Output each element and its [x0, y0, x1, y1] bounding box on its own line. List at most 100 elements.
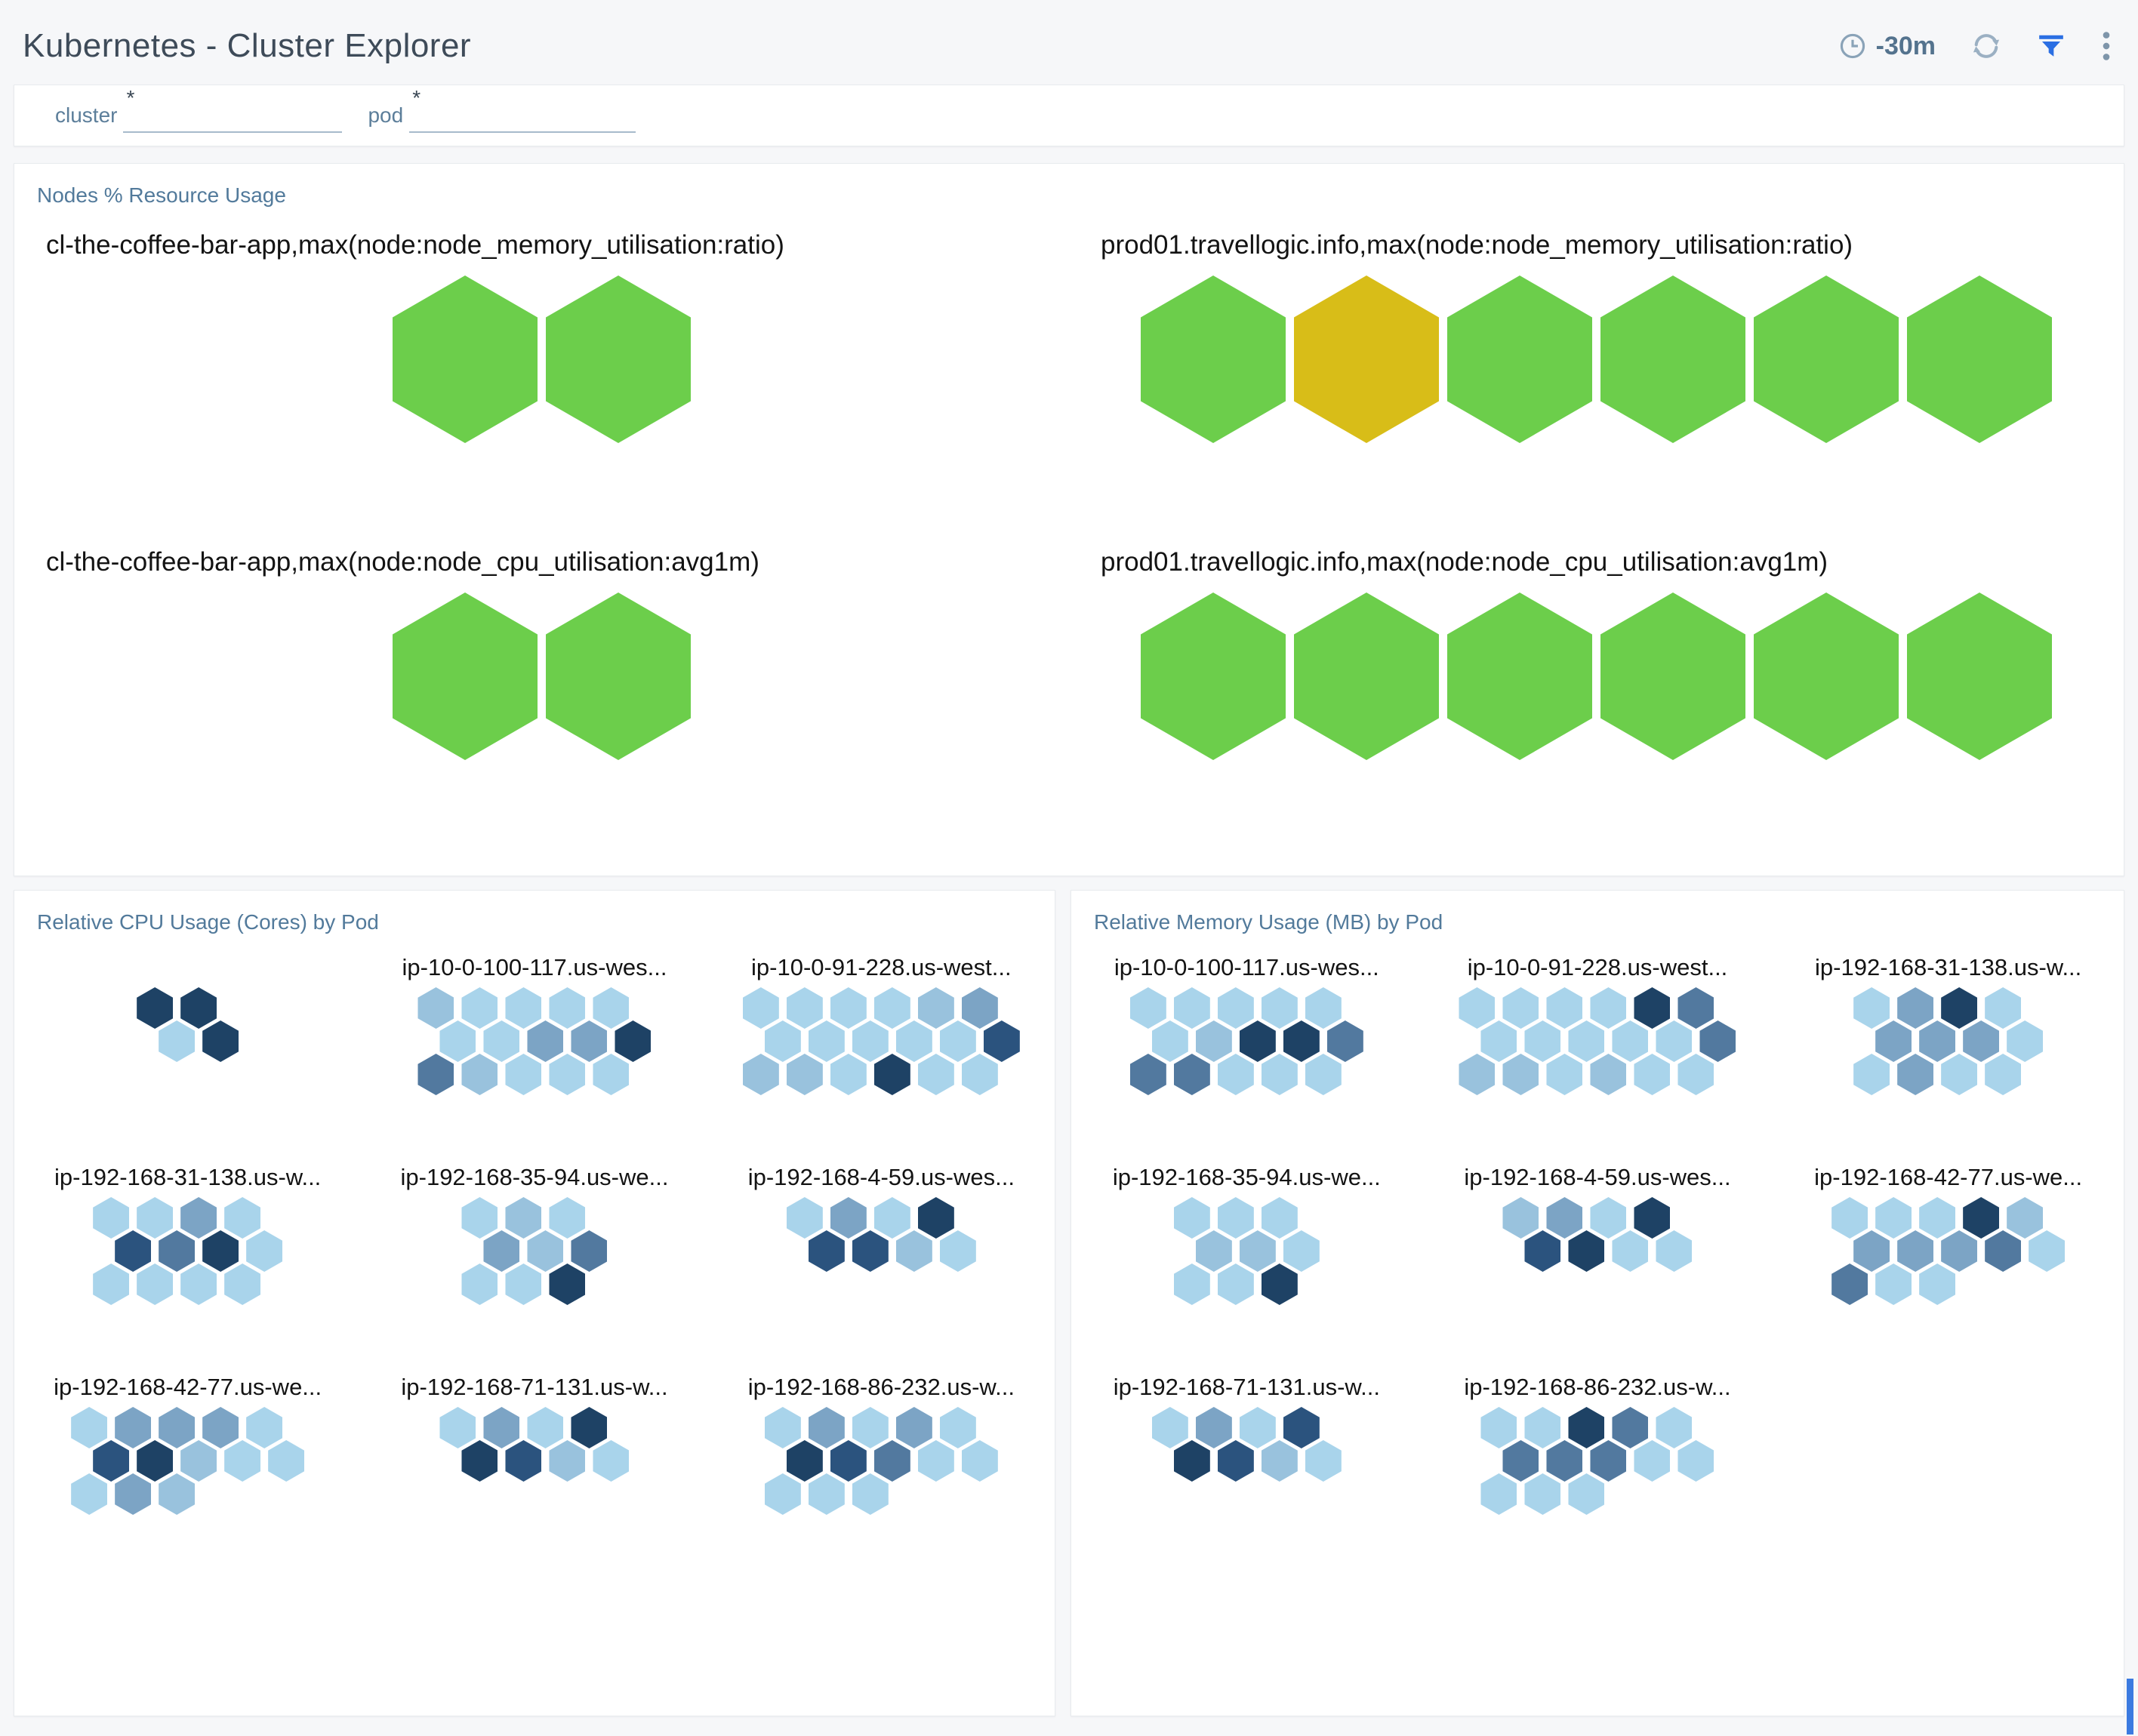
scrollbar-thumb[interactable] — [2127, 1679, 2133, 1734]
hexagon[interactable] — [1963, 1197, 2000, 1239]
hexagon[interactable] — [939, 1020, 976, 1062]
hexagon[interactable] — [1283, 1020, 1320, 1062]
hexagon[interactable] — [1634, 1440, 1671, 1482]
refresh-icon[interactable] — [1970, 30, 2002, 62]
hexagon[interactable] — [71, 1407, 108, 1448]
hexagon[interactable] — [571, 1407, 608, 1448]
hexagon[interactable] — [1217, 1197, 1254, 1239]
hexagon[interactable] — [830, 1440, 867, 1482]
hexagon[interactable] — [593, 1440, 630, 1482]
hexagon[interactable] — [137, 1197, 174, 1239]
hexagon[interactable] — [417, 1054, 454, 1095]
hexagon[interactable] — [1590, 1054, 1627, 1095]
hexagon[interactable] — [808, 1473, 845, 1515]
hexagon[interactable] — [224, 1440, 261, 1482]
hexagon[interactable] — [1239, 1020, 1276, 1062]
hexagon[interactable] — [742, 1054, 779, 1095]
hexagon[interactable] — [115, 1473, 152, 1515]
hexagon[interactable] — [417, 987, 454, 1029]
hexagon[interactable] — [1459, 1054, 1496, 1095]
hexagon[interactable] — [1634, 1197, 1671, 1239]
hexagon[interactable] — [1173, 987, 1210, 1029]
hexagon[interactable] — [1831, 1197, 1868, 1239]
hexagon[interactable] — [1590, 1440, 1627, 1482]
hexagon[interactable] — [1831, 1264, 1868, 1305]
hexagon[interactable] — [1546, 1440, 1583, 1482]
hexagon[interactable] — [180, 1197, 217, 1239]
hexagon[interactable] — [1941, 987, 1978, 1029]
hexagon[interactable] — [549, 987, 586, 1029]
hexagon[interactable] — [895, 1230, 932, 1272]
hexagon[interactable] — [1875, 1020, 1912, 1062]
hexagon[interactable] — [1941, 1054, 1978, 1095]
hexagon[interactable] — [852, 1473, 889, 1515]
hexagon[interactable] — [1524, 1230, 1561, 1272]
hexagon[interactable] — [1195, 1407, 1232, 1448]
cluster-filter-input[interactable] — [123, 98, 343, 133]
hexagon[interactable] — [615, 1020, 652, 1062]
hexagon[interactable] — [1907, 275, 2052, 443]
hexagon[interactable] — [159, 1020, 196, 1062]
hexagon[interactable] — [593, 987, 630, 1029]
hexagon[interactable] — [159, 1230, 196, 1272]
hexagon[interactable] — [808, 1020, 845, 1062]
hexagon[interactable] — [1294, 275, 1439, 443]
hexagon[interactable] — [439, 1020, 476, 1062]
hexagon[interactable] — [549, 1054, 586, 1095]
hexagon[interactable] — [483, 1407, 520, 1448]
hexagon[interactable] — [1546, 1197, 1583, 1239]
hexagon[interactable] — [1305, 1440, 1342, 1482]
hexagon[interactable] — [917, 987, 954, 1029]
hexagon[interactable] — [527, 1407, 564, 1448]
hexagon[interactable] — [1612, 1230, 1649, 1272]
hexagon[interactable] — [1173, 1440, 1210, 1482]
hexagon[interactable] — [180, 1440, 217, 1482]
hexagon[interactable] — [1480, 1020, 1517, 1062]
hexagon[interactable] — [1217, 1054, 1254, 1095]
hexagon[interactable] — [1612, 1407, 1649, 1448]
hexagon[interactable] — [1502, 1054, 1539, 1095]
hexagon[interactable] — [1195, 1020, 1232, 1062]
hexagon[interactable] — [93, 1264, 130, 1305]
hexagon[interactable] — [1677, 1054, 1714, 1095]
hexagon[interactable] — [1502, 987, 1539, 1029]
hexagon[interactable] — [1754, 275, 1899, 443]
hexagon[interactable] — [483, 1230, 520, 1272]
hexagon[interactable] — [393, 275, 538, 443]
hexagon[interactable] — [786, 1054, 823, 1095]
kebab-menu-icon[interactable] — [2100, 29, 2112, 63]
hexagon[interactable] — [1590, 987, 1627, 1029]
hexagon[interactable] — [1326, 1020, 1363, 1062]
hexagon[interactable] — [1173, 1054, 1210, 1095]
hexagon[interactable] — [1173, 1264, 1210, 1305]
hexagon[interactable] — [983, 1020, 1020, 1062]
hexagon[interactable] — [246, 1230, 283, 1272]
hexagon[interactable] — [830, 1054, 867, 1095]
hexagon[interactable] — [461, 1054, 498, 1095]
hexagon[interactable] — [1283, 1230, 1320, 1272]
hexagon[interactable] — [786, 987, 823, 1029]
hexagon[interactable] — [1568, 1473, 1605, 1515]
hexagon[interactable] — [1261, 1440, 1298, 1482]
hexagon[interactable] — [742, 987, 779, 1029]
hexagon[interactable] — [1173, 1197, 1210, 1239]
hexagon[interactable] — [1985, 1054, 2022, 1095]
hexagon[interactable] — [873, 1197, 910, 1239]
hexagon[interactable] — [1634, 1054, 1671, 1095]
hexagon[interactable] — [1853, 1230, 1890, 1272]
hexagon[interactable] — [961, 1440, 998, 1482]
hexagon[interactable] — [159, 1473, 196, 1515]
hexagon[interactable] — [137, 1264, 174, 1305]
hexagon[interactable] — [505, 1264, 542, 1305]
hexagon[interactable] — [2029, 1230, 2066, 1272]
hexagon[interactable] — [1151, 1407, 1188, 1448]
hexagon[interactable] — [1305, 1054, 1342, 1095]
hexagon[interactable] — [1283, 1407, 1320, 1448]
hexagon[interactable] — [1600, 593, 1745, 760]
hexagon[interactable] — [1600, 275, 1745, 443]
hexagon[interactable] — [1656, 1407, 1693, 1448]
hexagon[interactable] — [1853, 1054, 1890, 1095]
hexagon[interactable] — [505, 1197, 542, 1239]
hexagon[interactable] — [546, 593, 691, 760]
hexagon[interactable] — [461, 1197, 498, 1239]
